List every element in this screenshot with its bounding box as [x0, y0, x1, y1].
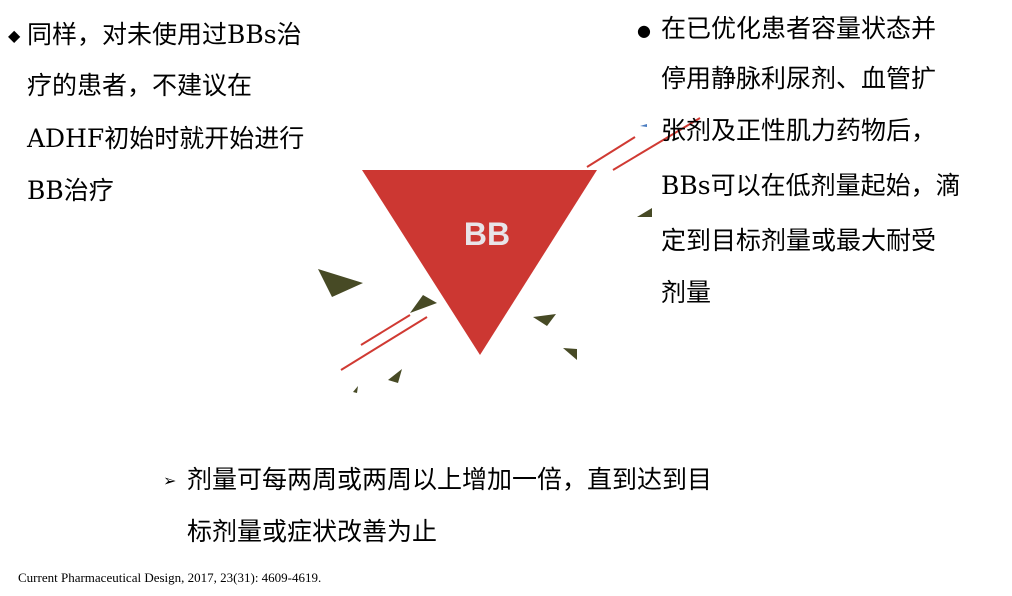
text-line: ADHF初始时就开始进行 — [27, 124, 305, 153]
accent-line — [612, 117, 701, 171]
accent-line — [360, 314, 411, 346]
dot-bullet-icon: ● — [637, 21, 651, 40]
text-line: 定到目标剂量或最大耐受 — [661, 226, 937, 255]
shard-shape — [640, 124, 647, 127]
accent-line — [340, 316, 428, 371]
shard-shape — [637, 208, 652, 217]
text-line: 在已优化患者容量状态并 — [661, 14, 937, 43]
shard-shape — [533, 314, 556, 326]
shard-shape — [318, 269, 363, 297]
text-line: 张剂及正性肌力药物后， — [661, 116, 937, 145]
arrowhead-bullet-icon: ➢ — [163, 471, 177, 490]
citation: Current Pharmaceutical Design, 2017, 23(… — [18, 570, 322, 585]
text-line: 剂量可每两周或两周以上增加一倍，直到达到目 — [187, 465, 713, 494]
shard-shape — [388, 369, 402, 383]
text-line: BBs可以在低剂量起始，滴 — [661, 171, 961, 200]
shard-shape — [563, 348, 577, 360]
triangle-label: BB — [464, 216, 510, 252]
inverted-triangle — [362, 170, 597, 355]
text-line: 同样，对未使用过BBs治 — [27, 20, 302, 49]
text-line: 停用静脉利尿剂、血管扩 — [661, 64, 937, 93]
diamond-bullet-icon: ◆ — [8, 26, 21, 45]
shard-shape — [353, 386, 358, 393]
text-line: 标剂量或症状改善为止 — [187, 517, 438, 546]
text-line: BB治疗 — [27, 176, 114, 205]
shard-shape — [410, 295, 437, 313]
accent-line — [586, 136, 636, 168]
text-line: 剂量 — [661, 278, 712, 307]
text-line: 疗的患者，不建议在 — [27, 71, 253, 100]
